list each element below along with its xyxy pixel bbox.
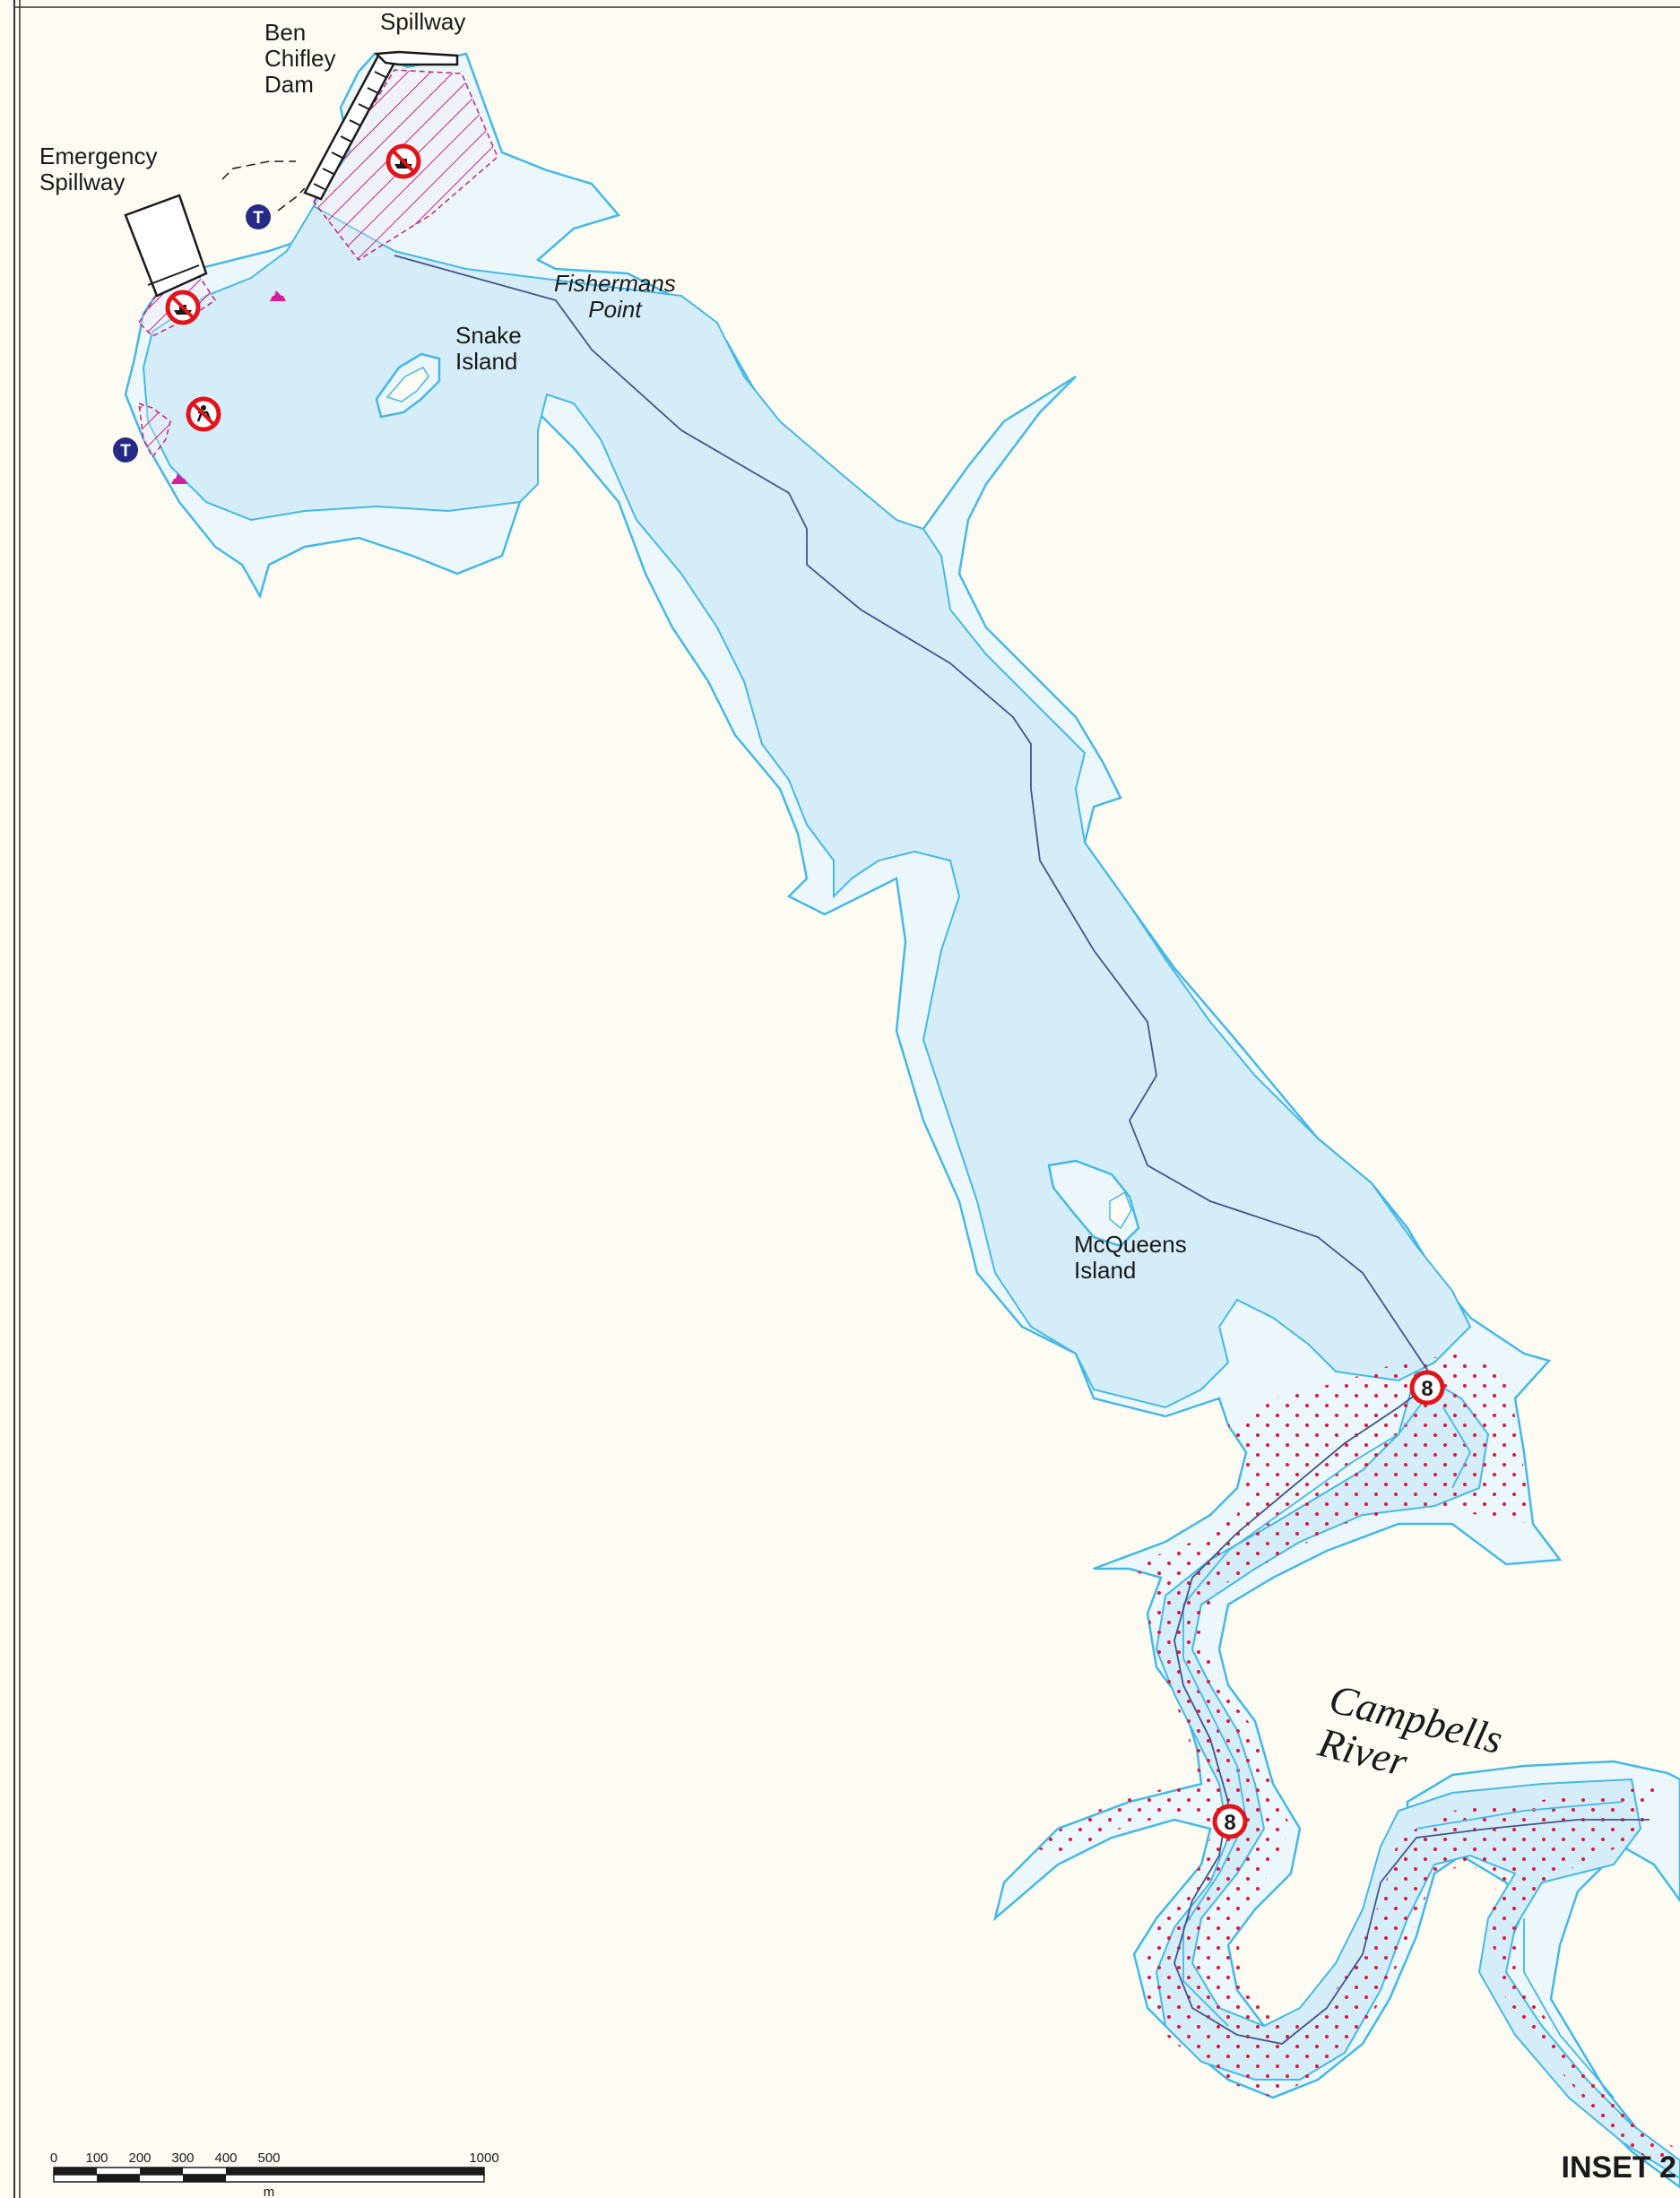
restricted-zone-swim — [138, 402, 171, 459]
svg-text:T: T — [253, 209, 264, 228]
speed-limit-8-sign: 8 — [1409, 1370, 1445, 1406]
speed-limit-8-sign: 8 — [1212, 1804, 1248, 1839]
snake-island-inner — [385, 367, 429, 402]
scale-unit-label: m — [264, 2185, 275, 2198]
label-fishermans-point: Fishermans Point — [554, 270, 676, 323]
inset-label: INSET 2 — [1561, 2150, 1676, 2185]
river-inner-contour — [1182, 1398, 1624, 2098]
scale-tick-label: 100 — [85, 2150, 108, 2166]
scale-bar: 0 100 200 300 400 500 1000 m — [50, 2150, 499, 2198]
emergency-spillway-structure — [124, 194, 208, 298]
boat-ramp-icon — [171, 473, 187, 484]
label-spillway: Spillway — [380, 8, 466, 35]
svg-text:8: 8 — [1224, 1811, 1235, 1835]
speed-limit-zone — [1031, 1354, 1680, 2183]
scale-tick-label: 0 — [50, 2150, 57, 2166]
access-road — [221, 160, 306, 212]
no-swimming-icon — [188, 399, 219, 429]
scale-tick-label: 400 — [214, 2150, 237, 2166]
dam-wall — [303, 50, 459, 201]
scale-tick-label: 1000 — [469, 2150, 498, 2166]
scale-tick-label: 300 — [171, 2150, 194, 2166]
no-boating-icon — [388, 146, 419, 177]
label-emergency-spillway: Emergency Spillway — [39, 143, 158, 195]
scale-tick-label: 200 — [128, 2150, 151, 2166]
scale-tick-label: 500 — [257, 2150, 280, 2166]
toilet-icon: T — [113, 437, 138, 463]
channel-line — [394, 255, 1650, 2045]
mcqueens-island-inner — [1109, 1190, 1132, 1230]
label-snake-island: Snake Island — [455, 322, 522, 375]
svg-text:T: T — [120, 442, 131, 461]
no-boating-icon — [168, 292, 198, 323]
label-mcqueens-island: McQueens Island — [1074, 1231, 1187, 1284]
svg-text:8: 8 — [1421, 1377, 1433, 1401]
toilet-icon: T — [246, 204, 271, 229]
label-ben-chifley-dam: Ben Chifley Dam — [264, 19, 336, 98]
boat-ramp-icon — [270, 290, 286, 301]
lake-deep-water — [142, 204, 1472, 1409]
